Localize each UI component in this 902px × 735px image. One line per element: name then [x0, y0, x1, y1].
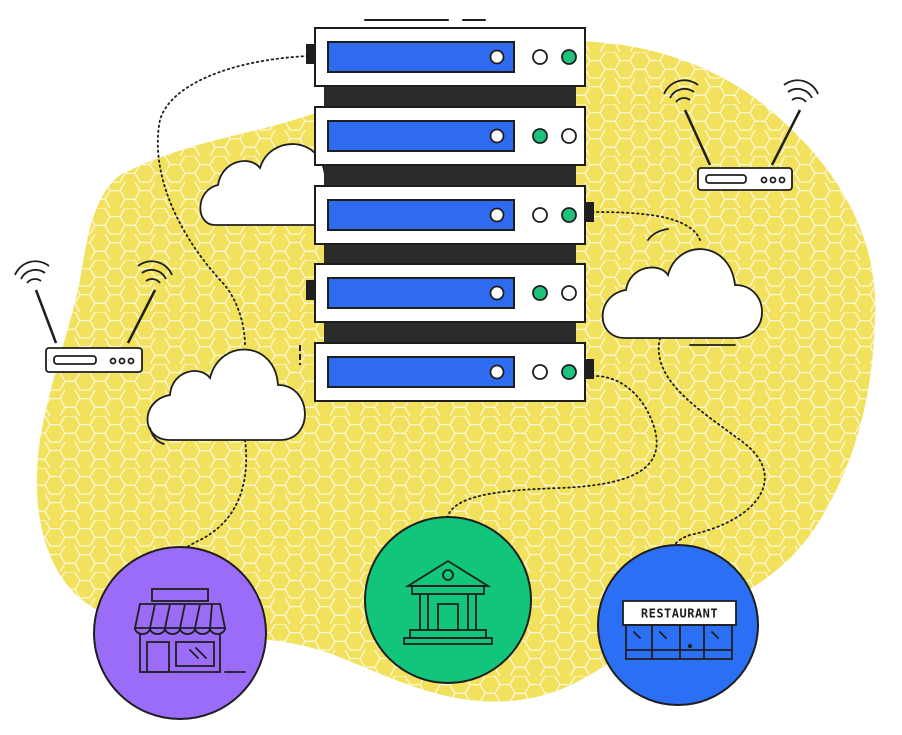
bank-circle: [364, 516, 532, 684]
status-led-icon: [532, 285, 548, 301]
bank-node: [364, 516, 532, 684]
status-led-icon: [561, 285, 577, 301]
status-led-icon: [532, 207, 548, 223]
server-panel: [327, 41, 515, 73]
server-panel: [327, 120, 515, 152]
wifi-router-icon: [14, 260, 173, 373]
server-unit: [306, 263, 586, 323]
status-led-icon: [532, 128, 548, 144]
storefront-icon: [133, 588, 246, 673]
shop-circle: [93, 546, 267, 720]
power-button-icon: [489, 285, 505, 301]
cloud-accent-lines: [149, 228, 736, 445]
connection-lines: [156, 55, 766, 553]
server-unit: [314, 185, 594, 245]
rack-connector: [306, 44, 316, 64]
power-button-icon: [489, 49, 505, 65]
server-unit: [314, 342, 594, 402]
server-panel: [327, 277, 515, 309]
power-button-icon: [489, 364, 505, 380]
server-panel: [327, 356, 515, 388]
rack-connector: [306, 280, 316, 300]
status-led-icon: [532, 49, 548, 65]
status-led-icon: [561, 49, 577, 65]
rack-connector: [584, 202, 594, 222]
restaurant-node: RESTAURANT: [597, 544, 759, 706]
wifi-router-icon: [663, 79, 819, 191]
power-button-icon: [489, 128, 505, 144]
bank-building-icon: [403, 559, 493, 645]
server-rack-icon: [299, 19, 594, 402]
power-button-icon: [489, 207, 505, 223]
status-led-icon: [561, 364, 577, 380]
cloud-icon: [146, 348, 306, 441]
restaurant-icon: [622, 600, 737, 660]
cloud-icon: [601, 248, 763, 339]
server-unit: [314, 106, 586, 166]
restaurant-sign: RESTAURANT: [641, 607, 718, 621]
shop-node: [93, 546, 267, 720]
status-led-icon: [561, 128, 577, 144]
server-panel: [327, 199, 515, 231]
server-unit: [306, 27, 586, 87]
rack-connector: [584, 359, 594, 379]
status-led-icon: [532, 364, 548, 380]
status-led-icon: [561, 207, 577, 223]
